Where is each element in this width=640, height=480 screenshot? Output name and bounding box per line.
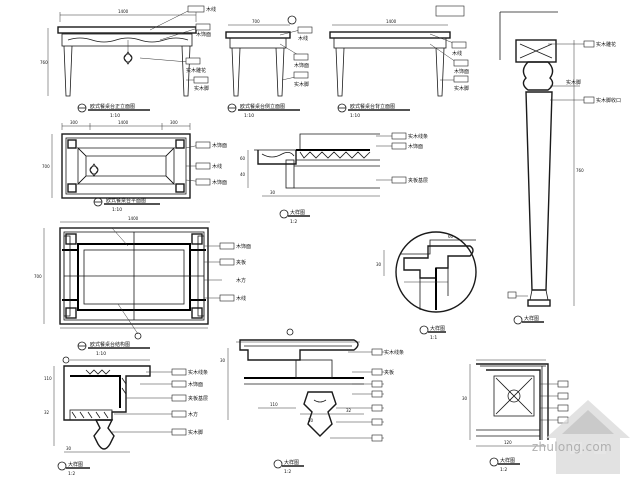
plan-left-dim: 300 <box>70 120 78 125</box>
back-callout-3: 实木脚 <box>454 85 469 92</box>
front-callout-1: 木线 <box>206 6 216 13</box>
structure-view: 1400 700 木饰面 夹板 木方 木线 欧式餐桌台结构图 <box>34 216 251 357</box>
sec-e-title: 大样图 <box>500 457 515 464</box>
leg-height-dim: 760 <box>576 168 584 173</box>
back-callout-1: 木线 <box>452 50 462 57</box>
side-view-title: 欧式餐桌台侧立面图 <box>240 103 285 110</box>
sec-d-dim-2: 32 <box>44 410 50 415</box>
front-callout-4: 实木脚 <box>194 85 209 92</box>
front-view-title: 欧式餐桌台正立面图 <box>90 103 135 110</box>
front-callout-2: 木饰面 <box>196 31 211 38</box>
sec-d-callout-1: 实木线条 <box>188 369 208 376</box>
sec-c-dim-1: 30 <box>376 262 382 267</box>
sec-a-dim-3: 30 <box>270 190 276 195</box>
sec-d-dim-1: 110 <box>44 376 52 381</box>
sec-a-scale: 1:2 <box>290 219 297 225</box>
sec-d-callout-5: 实木脚 <box>188 429 203 436</box>
zhulong-watermark: zhulong.com <box>531 440 612 454</box>
section-b-detail: 30 110 32 30 实木线条 夹板 大样图 1:2 <box>220 328 404 475</box>
plan-right-dim: 300 <box>170 120 178 125</box>
struct-view-title: 欧式餐桌台结构图 <box>90 341 130 348</box>
sec-d-title: 大样图 <box>68 461 83 468</box>
back-elevation: 1400 木线 木饰面 实木脚 欧式餐桌台背立面图 1:10 <box>329 5 469 119</box>
sec-e-scale: 1:2 <box>500 467 507 473</box>
front-view-scale: 1:10 <box>110 113 120 119</box>
sec-b-callout-1: 实木线条 <box>384 349 404 356</box>
side-elevation: 700 木线 木饰面 实木脚 欧式餐桌台侧立面图 1:10 <box>225 15 313 119</box>
side-view-scale: 1:10 <box>244 113 254 119</box>
plan-view-scale: 1:10 <box>112 207 122 213</box>
sec-d-scale: 1:2 <box>68 471 75 477</box>
sec-a-callout-2: 木饰面 <box>408 143 423 150</box>
sec-c-dim-2: 60 <box>448 234 454 239</box>
leg-callout-1: 实木雕花 <box>596 41 616 48</box>
side-callout-1: 木线 <box>298 35 308 42</box>
struct-view-scale: 1:10 <box>96 351 106 357</box>
back-view-scale: 1:10 <box>350 113 360 119</box>
struct-callout-3: 木方 <box>236 277 246 284</box>
struct-callout-4: 木线 <box>236 295 246 302</box>
section-a-detail: 60 40 30 实木线条 木饰面 夹板基层 大样图 1:2 <box>240 132 428 225</box>
side-callout-2: 木饰面 <box>294 62 309 69</box>
zhulong-logo-icon <box>546 400 630 474</box>
sec-c-scale: 1:1 <box>430 335 437 341</box>
sec-b-dim-1: 30 <box>220 358 226 363</box>
side-width-dim: 700 <box>252 19 260 24</box>
sec-b-dim-2: 110 <box>270 402 278 407</box>
sec-a-title: 大样图 <box>290 209 305 216</box>
front-width-dim: 1400 <box>118 9 129 14</box>
sec-a-dim-2: 40 <box>240 172 246 177</box>
sec-b-dim-4: 30 <box>308 418 314 423</box>
sec-a-callout-3: 夹板基层 <box>408 177 428 184</box>
front-height-dim: 760 <box>40 60 48 65</box>
sec-a-callout-1: 实木线条 <box>408 133 428 140</box>
plan-depth-dim: 700 <box>42 164 50 169</box>
section-c-circle-detail: 30 60 大样图 1:1 <box>376 231 477 341</box>
plan-view: 300 1400 300 700 木饰面 木线 木饰面 欧式餐桌台平面图 1:1… <box>42 120 227 213</box>
sec-b-scale: 1:2 <box>284 469 291 475</box>
sec-d-callout-3: 夹板基层 <box>188 395 208 402</box>
struct-depth-dim: 700 <box>34 274 42 279</box>
struct-callout-1: 木饰面 <box>236 243 251 250</box>
sec-d-callout-4: 木方 <box>188 411 198 418</box>
plan-callout-1: 木饰面 <box>212 142 227 149</box>
back-width-dim: 1400 <box>386 19 397 24</box>
back-view-title: 欧式餐桌台背立面图 <box>350 103 395 110</box>
plan-view-title: 欧式餐桌台平面图 <box>106 197 146 204</box>
side-callout-3: 实木脚 <box>294 81 309 88</box>
sec-a-dim-1: 60 <box>240 156 246 161</box>
sec-e-dim-2: 120 <box>504 440 512 445</box>
sec-c-title: 大样图 <box>430 325 445 332</box>
sec-e-dim-1: 30 <box>462 396 468 401</box>
struct-callout-2: 夹板 <box>236 259 246 266</box>
leg-view-title: 大样图 <box>524 315 539 322</box>
leg-detail: 760 实木雕花 实木脚 实木脚收口 大样图 <box>499 11 621 325</box>
sec-b-dim-3: 32 <box>346 408 352 413</box>
plan-width-dim: 1400 <box>118 120 129 125</box>
leg-callout-2: 实木脚 <box>566 79 581 86</box>
sec-b-callout-2: 夹板 <box>384 369 394 376</box>
back-callout-2: 木饰面 <box>454 68 469 75</box>
front-elevation: 1400 760 木线 木饰面 实木雕花 实木脚 欧式餐桌台正立面图 1: <box>40 5 216 119</box>
section-d-detail: 110 32 30 实木线条 木饰面 夹板基层 木方 实木脚 大样图 1:2 <box>44 356 208 477</box>
leg-callout-3: 实木脚收口 <box>596 97 621 104</box>
front-callout-3: 实木雕花 <box>186 67 206 74</box>
sec-d-callout-2: 木饰面 <box>188 381 203 388</box>
plan-callout-2: 木线 <box>212 163 222 170</box>
section-e-detail: 30 120 大样图 1:2 <box>462 359 569 473</box>
plan-callout-3: 木饰面 <box>212 179 227 186</box>
sec-d-dim-3: 30 <box>66 446 72 451</box>
sec-b-title: 大样图 <box>284 459 299 466</box>
struct-width-dim: 1400 <box>128 216 139 221</box>
